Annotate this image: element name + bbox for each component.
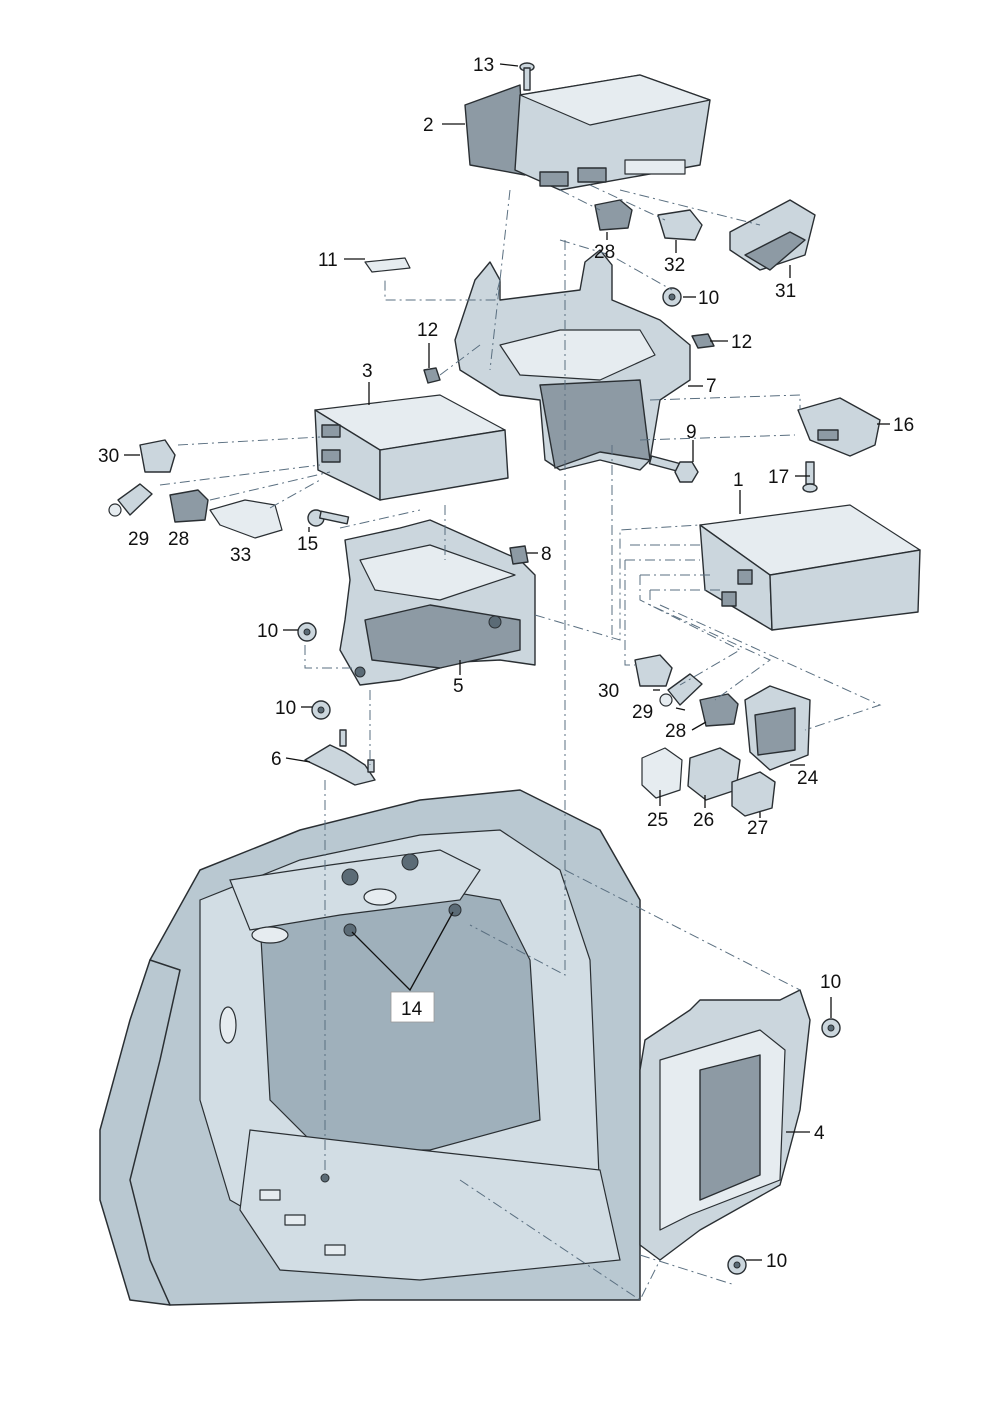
part-label-28-left: 28 [168, 529, 189, 550]
part-label-14: 14 [401, 999, 423, 1020]
part-label-13: 13 [473, 55, 494, 76]
part-label-26: 26 [693, 810, 714, 831]
part-label-7: 7 [706, 376, 717, 397]
nut-10-mid-left [297, 622, 317, 642]
amplifier-connector [539, 171, 569, 187]
clip-12-right [691, 333, 715, 349]
bracket-7 [454, 249, 691, 471]
floor-slot [259, 1189, 281, 1201]
connector-25 [641, 747, 683, 799]
connector-28-right [699, 693, 739, 727]
part-label-8: 8 [541, 544, 552, 565]
amplifier-connector [624, 159, 686, 175]
leader-lines [124, 63, 890, 1261]
part-label-4: 4 [814, 1123, 825, 1144]
part-label-25: 25 [647, 810, 668, 831]
part-label-29-left: 29 [128, 529, 149, 550]
floor-slot [324, 1244, 346, 1256]
connector-29-left [108, 483, 153, 517]
part-label-30-right: 30 [598, 681, 619, 702]
body-grommet [251, 926, 289, 944]
part-label-14-box [390, 991, 435, 1023]
part-label-12-left: 12 [417, 320, 438, 341]
receiver-unit-3 [314, 394, 509, 501]
bolt-15 [307, 509, 350, 527]
part-label-28-top: 28 [594, 242, 615, 263]
part-label-16: 16 [893, 415, 914, 436]
body-grommet [219, 1006, 237, 1044]
vehicle-trunk-body [99, 789, 641, 1306]
main-unit-port [721, 591, 737, 607]
mounting-stud-right [448, 903, 462, 917]
clip-8 [509, 545, 529, 565]
module-16 [797, 397, 881, 457]
screw-13 [519, 62, 535, 91]
part-label-5: 5 [453, 676, 464, 697]
connector-24 [744, 685, 811, 771]
clip-12-left [423, 367, 441, 384]
nut-10-top [662, 287, 682, 307]
connector-33 [209, 499, 283, 539]
amplifier-unit [464, 74, 711, 191]
part-label-10-top: 10 [698, 288, 719, 309]
assembly-lines [159, 184, 882, 1301]
part-label-12-right: 12 [731, 332, 752, 353]
connector-31 [729, 199, 816, 271]
part-label-28-right: 28 [665, 721, 686, 742]
connector-32 [657, 209, 703, 241]
connector-30-right [634, 654, 673, 687]
part-label-17: 17 [768, 467, 789, 488]
receiver-port [321, 424, 341, 438]
nut-10-side-top [821, 1018, 841, 1038]
part-label-1: 1 [733, 470, 744, 491]
part-label-29-right: 29 [632, 702, 653, 723]
connector-28-top [594, 199, 633, 231]
part-label-33: 33 [230, 545, 251, 566]
part-label-2: 2 [423, 115, 434, 136]
label-pad-11 [364, 257, 411, 273]
part-label-9: 9 [686, 422, 697, 443]
part-label-11: 11 [318, 250, 338, 271]
connector-27 [731, 771, 776, 817]
main-unit-port [737, 569, 753, 585]
nut-10-side-bottom [727, 1255, 747, 1275]
bracket-6 [304, 729, 376, 786]
module-tab [817, 429, 839, 441]
main-unit-1 [699, 504, 921, 631]
receiver-port [321, 449, 341, 463]
nut-10-lower-left [311, 700, 331, 720]
part-label-6: 6 [271, 749, 282, 770]
part-label-30-left: 30 [98, 446, 119, 467]
bolt-9 [648, 455, 699, 483]
part-label-10-lower-left: 10 [275, 698, 296, 719]
part-label-27: 27 [747, 818, 768, 839]
amplifier-connector [577, 167, 607, 183]
bracket-4 [639, 989, 811, 1261]
screw-17 [802, 461, 818, 493]
part-number-labels: 13 2 28 32 31 11 10 12 12 7 3 9 16 30 17… [98, 55, 914, 1272]
connector-30-left [139, 439, 176, 473]
connector-29-right [659, 673, 703, 707]
floor-stud [320, 1173, 330, 1183]
part-label-10-mid-left: 10 [257, 621, 278, 642]
part-label-10-side-top: 10 [820, 972, 841, 993]
part-label-24: 24 [797, 768, 819, 789]
floor-slot [284, 1214, 306, 1226]
body-hole [401, 853, 419, 871]
body-grommet [363, 888, 397, 906]
part-label-32: 32 [664, 255, 685, 276]
part-label-31: 31 [775, 281, 796, 302]
connector-28-left [169, 489, 209, 523]
body-hole [341, 868, 359, 886]
part-label-15: 15 [297, 534, 318, 555]
part-label-3: 3 [362, 361, 373, 382]
part-label-10-side-bottom: 10 [766, 1251, 787, 1272]
bracket-5 [339, 519, 536, 686]
